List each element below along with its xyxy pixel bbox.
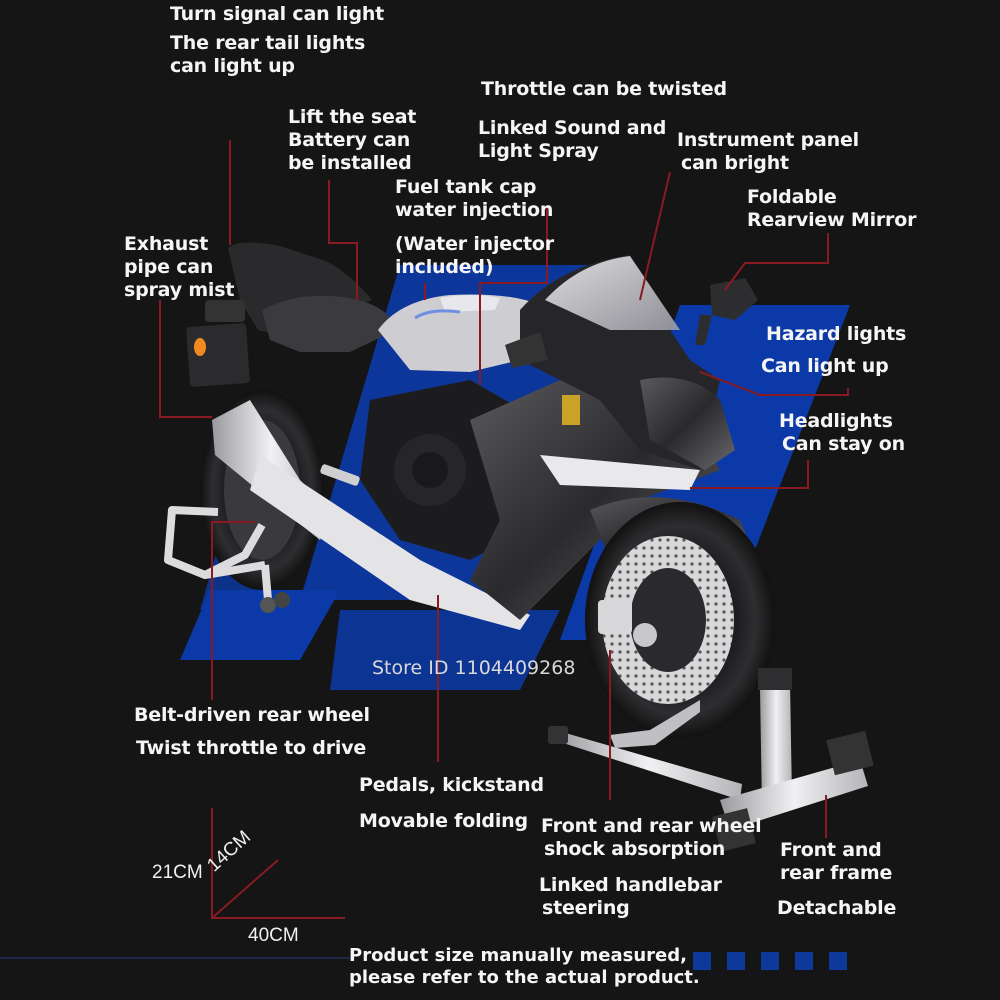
label-text: Throttle can be twisted [481, 78, 727, 100]
label-text: Can light up [761, 355, 889, 377]
dimension-length: 40CM [248, 925, 299, 946]
leader-line [479, 205, 548, 385]
label-text: spray mist [124, 279, 235, 301]
label-text: Linked handlebar [539, 874, 722, 896]
label-fuel-tank: Fuel tank cap water injection [395, 176, 553, 222]
decor-square [761, 952, 779, 970]
leader-line [699, 371, 849, 396]
decor-square [795, 952, 813, 970]
label-text: be installed [288, 152, 412, 174]
label-text: Detachable [777, 897, 897, 919]
label-text: (Water injector [395, 233, 554, 255]
label-text: Lift the seat [288, 106, 417, 128]
label-hazard-lights: Hazard lights Can light up [761, 318, 907, 382]
dimension-height: 21CM [152, 862, 203, 883]
label-steering: Linked handlebar steering [539, 874, 722, 920]
leader-line [690, 460, 809, 489]
label-text: Hazard lights [766, 323, 907, 345]
leader-line [639, 171, 671, 301]
label-pedals: Pedals, kickstand Movable folding [359, 767, 544, 839]
label-text: included) [395, 256, 494, 278]
label-text: Instrument panel [677, 129, 859, 151]
turn-signal-light [194, 338, 206, 356]
label-text: can bright [681, 152, 789, 174]
label-water-injector: (Water injector included) [395, 233, 554, 279]
label-text: steering [542, 897, 630, 919]
label-text: rear frame [780, 862, 893, 884]
label-seat-battery: Lift the seat Battery can be installed [288, 106, 416, 175]
label-text: Pedals, kickstand [359, 774, 544, 796]
label-text: Linked Sound and [478, 117, 667, 139]
label-text: pipe can [124, 256, 214, 278]
rear-stand [164, 506, 272, 601]
label-sound-spray: Linked Sound and Light Spray [478, 117, 666, 163]
label-text: Can stay on [782, 433, 905, 455]
label-text: Headlights [779, 410, 893, 432]
note-line: please refer to the actual product. [349, 967, 700, 988]
exhaust-pipe [212, 400, 530, 630]
front-stand [548, 668, 874, 852]
label-mirror: Foldable Rearview Mirror [747, 186, 916, 232]
label-text: shock absorption [544, 838, 726, 860]
stand-wheel [260, 597, 276, 613]
tail-section [186, 242, 396, 387]
label-text: Fuel tank cap [395, 176, 537, 198]
leader-line [159, 300, 212, 418]
label-text: Front and [780, 839, 882, 861]
label-rear-tail-lights: The rear tail lights can light up [170, 32, 365, 78]
label-text: Exhaust [124, 233, 209, 255]
decor-square [727, 952, 745, 970]
leader-line [724, 233, 829, 291]
label-text: Turn signal can light [170, 3, 385, 25]
label-detachable: Detachable [777, 897, 896, 920]
label-throttle: Throttle can be twisted [481, 78, 727, 101]
front-wheel [585, 502, 775, 738]
label-headlights: Headlights Can stay on [779, 410, 905, 456]
measurement-note: Product size manually measured, please r… [349, 945, 700, 989]
stand-wheel [274, 592, 290, 608]
label-text: Foldable [747, 186, 837, 208]
decor-square [693, 952, 711, 970]
label-turn-signal: Turn signal can light [170, 3, 384, 26]
label-text: Belt-driven rear wheel [134, 704, 370, 726]
label-text: Light Spray [478, 140, 599, 162]
leader-line [211, 521, 255, 700]
dimension-line-width [211, 859, 279, 919]
label-shock-absorption: Front and rear wheel shock absorption [541, 815, 762, 861]
label-rear-wheel: Belt-driven rear wheel Twist throttle to… [134, 699, 370, 765]
rearview-mirror [695, 278, 758, 345]
label-text: Rearview Mirror [747, 209, 917, 231]
label-instrument-panel: Instrument panel can bright [677, 129, 859, 175]
front-cowl [505, 255, 735, 470]
label-exhaust: Exhaust pipe can spray mist [124, 233, 234, 302]
label-text: Front and rear wheel [541, 815, 762, 837]
label-text: The rear tail lights [170, 32, 366, 54]
label-text: water injection [395, 199, 554, 221]
label-text: Twist throttle to drive [136, 737, 367, 759]
leader-line [328, 180, 358, 300]
note-line: Product size manually measured, [349, 945, 687, 966]
store-id: Store ID 1104409268 [372, 657, 576, 679]
label-text: Movable folding [359, 810, 528, 832]
divider-line [0, 957, 350, 959]
decor-square [829, 952, 847, 970]
label-frame: Front and rear frame [780, 839, 892, 885]
label-text: can light up [170, 55, 295, 77]
label-text: Battery can [288, 129, 411, 151]
